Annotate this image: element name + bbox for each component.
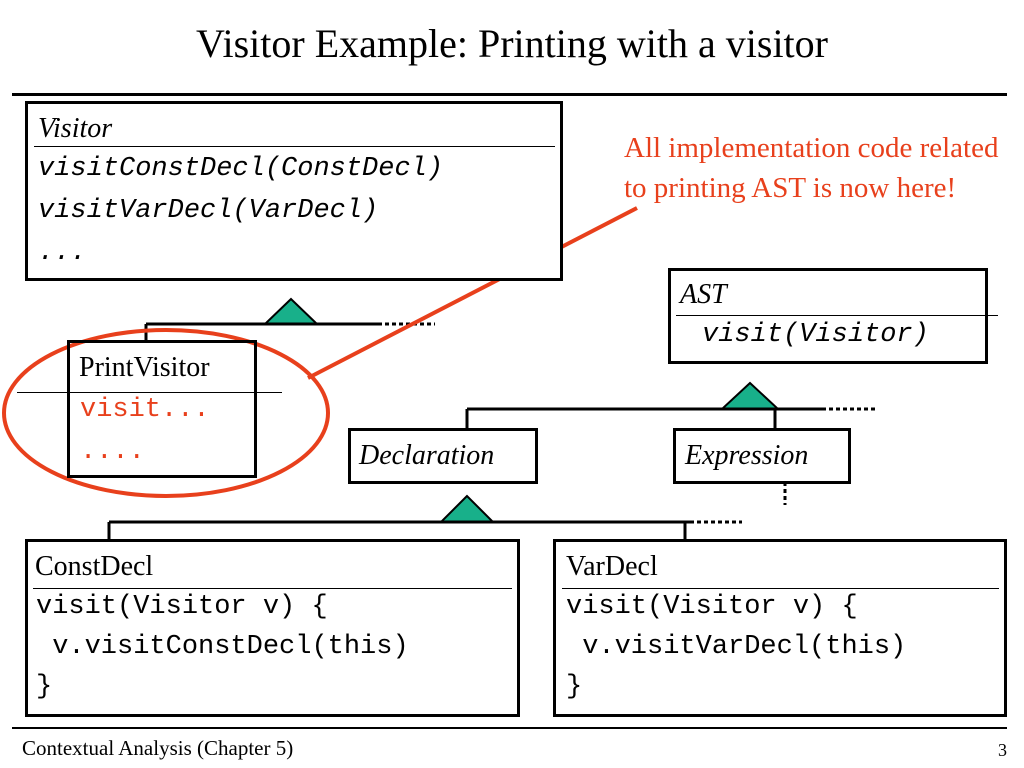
print-visitor-class-box <box>67 340 257 478</box>
inheritance-triangle-ast <box>719 381 781 410</box>
slide-title: Visitor Example: Printing with a visitor <box>196 21 828 66</box>
expression-class-box <box>673 428 851 484</box>
ast-method-line: visit(Visitor) <box>702 320 929 350</box>
print-visitor-highlight-ellipse <box>2 328 330 498</box>
const-decl-class-box <box>25 539 520 717</box>
const-decl-class-separator <box>33 588 512 589</box>
const-decl-code-line: } <box>36 672 53 702</box>
print-visitor-method-line: .... <box>80 437 145 467</box>
print-visitor-class-separator <box>17 392 282 393</box>
expression-class-name: Expression <box>685 440 809 471</box>
var-decl-code-line: visit(Visitor v) { <box>566 592 858 622</box>
const-decl-code-line: visit(Visitor v) { <box>36 592 328 622</box>
visitor-class-name: Visitor <box>38 113 113 144</box>
title-divider <box>12 93 1007 96</box>
footer-text: Contextual Analysis (Chapter 5) <box>22 736 294 760</box>
print-visitor-method-line: visit... <box>80 395 210 425</box>
var-decl-class-separator <box>562 588 999 589</box>
declaration-class-name: Declaration <box>359 440 495 471</box>
visitor-class-separator <box>34 146 555 147</box>
visitor-class-box <box>25 101 563 281</box>
var-decl-class-box <box>553 539 1007 717</box>
visitor-method-line: ... <box>38 238 87 268</box>
const-decl-class-name: ConstDecl <box>35 551 154 582</box>
page-number: 3 <box>998 740 1007 760</box>
visitor-method-line: visitVarDecl(VarDecl) <box>38 196 379 226</box>
declaration-class-box <box>348 428 538 484</box>
footer-divider <box>12 727 1007 729</box>
inheritance-triangle-declaration <box>438 494 496 523</box>
inheritance-triangle-visitor <box>262 297 320 325</box>
callout-pointer-line <box>307 206 638 380</box>
var-decl-code-line: } <box>566 672 583 702</box>
const-decl-code-line: v.visitConstDecl(this) <box>36 632 409 662</box>
ast-class-name: AST <box>680 279 727 310</box>
ast-class-separator <box>676 315 998 316</box>
print-visitor-class-name: PrintVisitor <box>79 352 210 383</box>
ast-class-box <box>668 268 988 364</box>
callout-note: All implementation code related to print… <box>624 132 999 204</box>
var-decl-code-line: v.visitVarDecl(this) <box>566 632 907 662</box>
var-decl-class-name: VarDecl <box>566 551 658 582</box>
visitor-method-line: visitConstDecl(ConstDecl) <box>38 154 444 184</box>
